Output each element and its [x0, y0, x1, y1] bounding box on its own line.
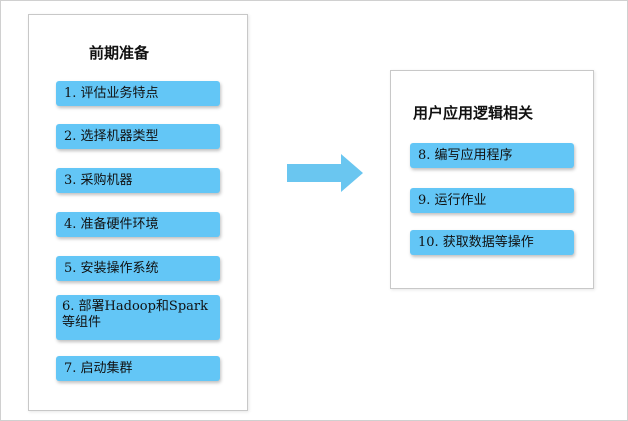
prep-panel: 前期准备 1. 评估业务特点 2. 选择机器类型 3. 采购机器 4. 准备硬件… — [28, 14, 248, 411]
prep-step-1: 1. 评估业务特点 — [56, 81, 220, 106]
right-arrow-icon — [287, 154, 363, 192]
prep-step-6: 6. 部署Hadoop和Spark等组件 — [56, 295, 220, 340]
prep-step-4: 4. 准备硬件环境 — [56, 212, 220, 237]
app-step-8: 8. 编写应用程序 — [410, 143, 574, 168]
prep-step-5: 5. 安装操作系统 — [56, 256, 220, 281]
app-panel-title: 用户应用逻辑相关 — [413, 104, 534, 122]
app-step-9: 9. 运行作业 — [410, 188, 574, 213]
app-panel: 用户应用逻辑相关 8. 编写应用程序 9. 运行作业 10. 获取数据等操作 — [390, 70, 594, 289]
prep-step-3: 3. 采购机器 — [56, 168, 220, 193]
prep-panel-title: 前期准备 — [89, 44, 150, 62]
app-step-10: 10. 获取数据等操作 — [410, 230, 574, 255]
prep-step-7: 7. 启动集群 — [56, 356, 220, 381]
right-arrow-shape — [287, 154, 363, 192]
prep-step-2: 2. 选择机器类型 — [56, 124, 220, 149]
